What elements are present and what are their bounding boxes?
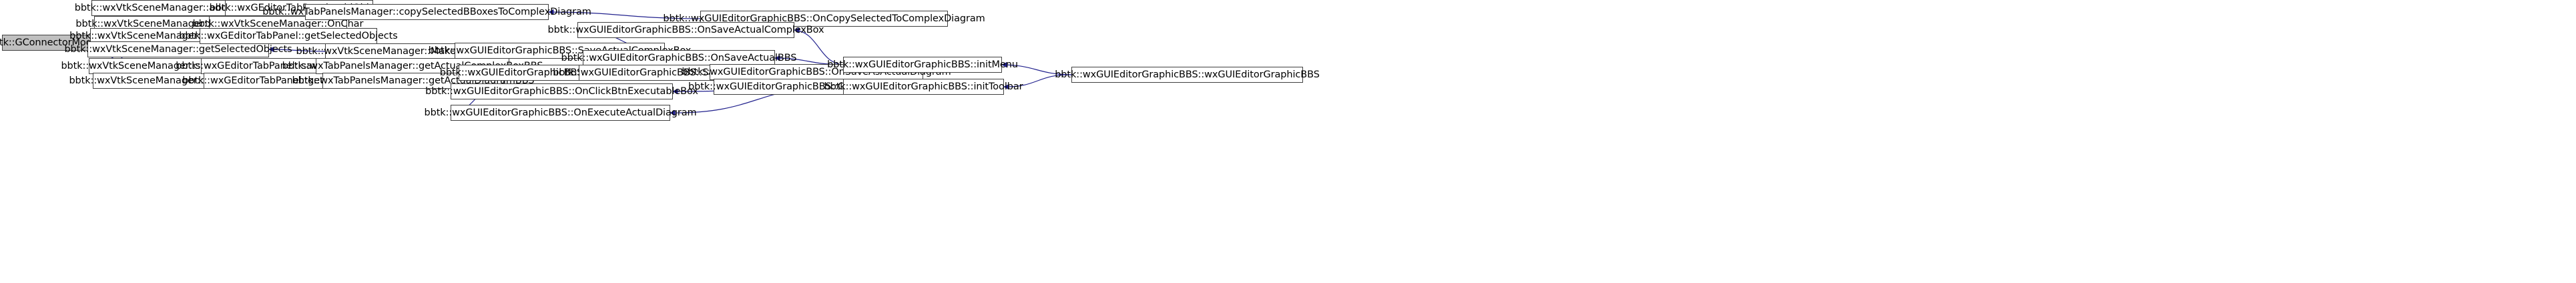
graph-node[interactable]: bbtk::wxVtkSceneManager::addObjects xyxy=(75,0,263,16)
graph-node[interactable]: bbtk::wxGUIEditorGraphicBBS::OnExecuteAc… xyxy=(425,105,697,121)
graph-edge xyxy=(268,46,326,53)
graph-edge xyxy=(1001,61,1072,75)
graph-edge xyxy=(548,9,701,19)
graph-edge xyxy=(1003,74,1072,90)
graph-edge xyxy=(794,27,844,65)
graph-node[interactable]: bbtk::wxGUIEditorGraphicBBS::OnSaveActua… xyxy=(561,50,797,66)
graph-node[interactable]: bbtk::wxGUIEditorGraphicBBS::OnSaveActua… xyxy=(548,22,824,38)
graph-node[interactable]: bbtk::wxGUIEditorGraphicBBS::initMenu xyxy=(827,57,1018,73)
graph-node[interactable]: bbtk::wxGEditorTabPanel::getSelectedObje… xyxy=(179,28,398,44)
graph-node[interactable]: bbtk::wxTabPanelsManager::copySelectedBB… xyxy=(262,4,591,20)
graph-node[interactable]: bbtk::wxGUIEditorGraphicBBS::wxGUIEditor… xyxy=(1055,67,1320,83)
graph-node[interactable]: bbtk::wxGUIEditorGraphicBBS::initToolbar xyxy=(824,79,1023,95)
graph-node[interactable]: bbtk::wxVtkSceneManager::getSelectedObje… xyxy=(64,41,292,57)
graph-node[interactable]: bbtk::wxGUIEditorGraphicBBS::OnClickBtnE… xyxy=(425,83,698,99)
